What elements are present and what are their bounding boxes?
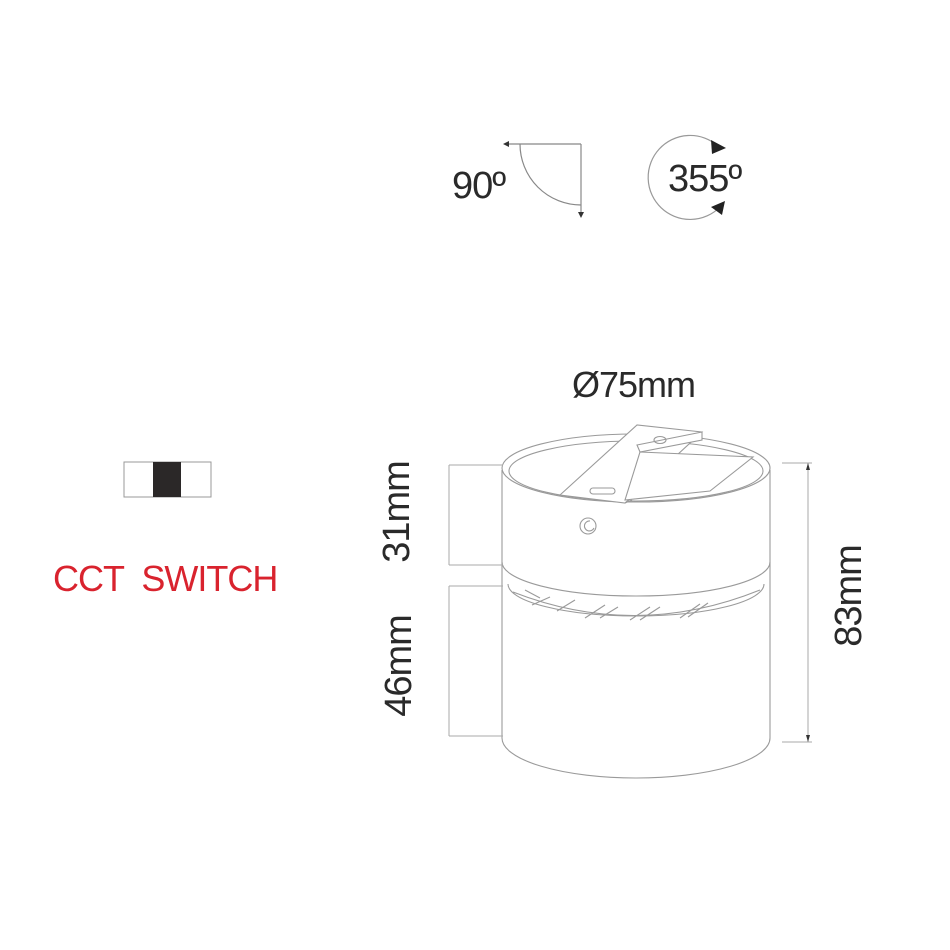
three-position-switch-icon	[123, 461, 212, 498]
rotation-angle-label: 355º	[668, 158, 742, 200]
total-height-label: 83mm	[828, 545, 870, 647]
diameter-label: Ø75mm	[572, 364, 696, 405]
tilt-angle-label: 90º	[452, 165, 506, 207]
rotation-arrow-icon	[647, 134, 726, 221]
tilt-angle-icon	[503, 141, 584, 218]
cylinder-drawing	[501, 424, 771, 779]
lower-height-label: 46mm	[378, 615, 420, 717]
cct-switch-label: CCT SWITCH	[53, 558, 278, 599]
upper-height-label: 31mm	[376, 461, 418, 563]
dimension-lines	[448, 462, 812, 743]
